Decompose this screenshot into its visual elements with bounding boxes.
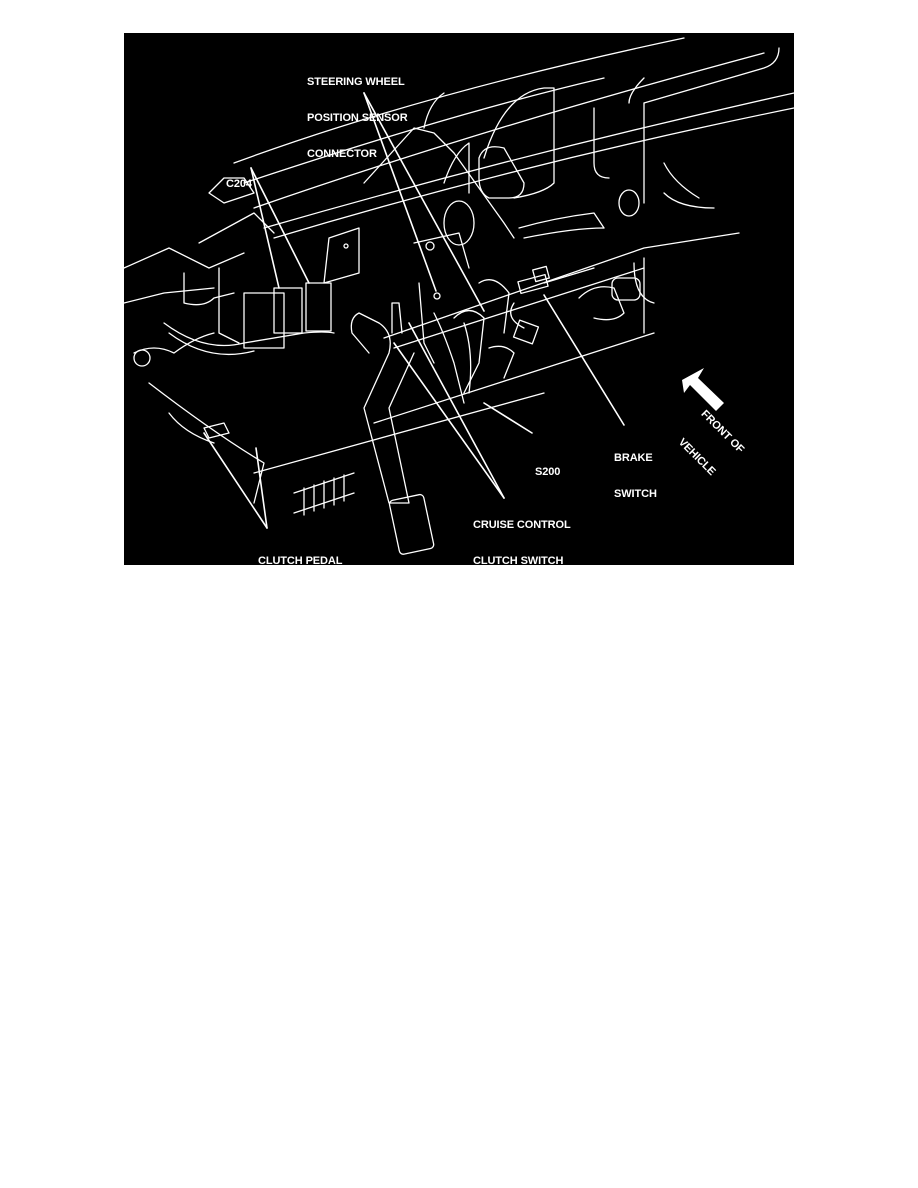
diagram-panel: STEERING WHEEL POSITION SENSOR CONNECTOR… — [124, 33, 794, 565]
figure-id: 123907P3 — [734, 551, 774, 565]
label-line: CRUISE CONTROL — [473, 519, 571, 531]
label-line: POSITION SENSOR — [307, 112, 408, 124]
label-line: C204 — [226, 178, 252, 190]
label-c204: C204 — [226, 154, 252, 214]
label-steering-wheel-sensor: STEERING WHEEL POSITION SENSOR CONNECTOR — [307, 52, 408, 184]
label-line: VEHICLE — [675, 436, 718, 478]
label-line: BRAKE — [614, 452, 653, 464]
label-cruise-control-clutch-switch: CRUISE CONTROL CLUTCH SWITCH — [473, 495, 571, 565]
label-clutch-pedal-position-switch: CLUTCH PEDAL POSITION SWITCH — [258, 531, 356, 565]
label-line: CONNECTOR — [307, 148, 377, 160]
label-line: S200 — [535, 466, 561, 478]
label-line: FRONT OF — [698, 407, 747, 456]
label-line: CLUTCH SWITCH — [473, 555, 564, 565]
label-line: STEERING WHEEL — [307, 76, 405, 88]
dashboard-line-drawing — [124, 37, 794, 555]
label-line: SWITCH — [614, 488, 657, 500]
label-s200: S200 — [535, 442, 560, 502]
label-line: CLUTCH PEDAL — [258, 555, 343, 565]
label-brake-switch: BRAKE SWITCH — [614, 428, 657, 524]
